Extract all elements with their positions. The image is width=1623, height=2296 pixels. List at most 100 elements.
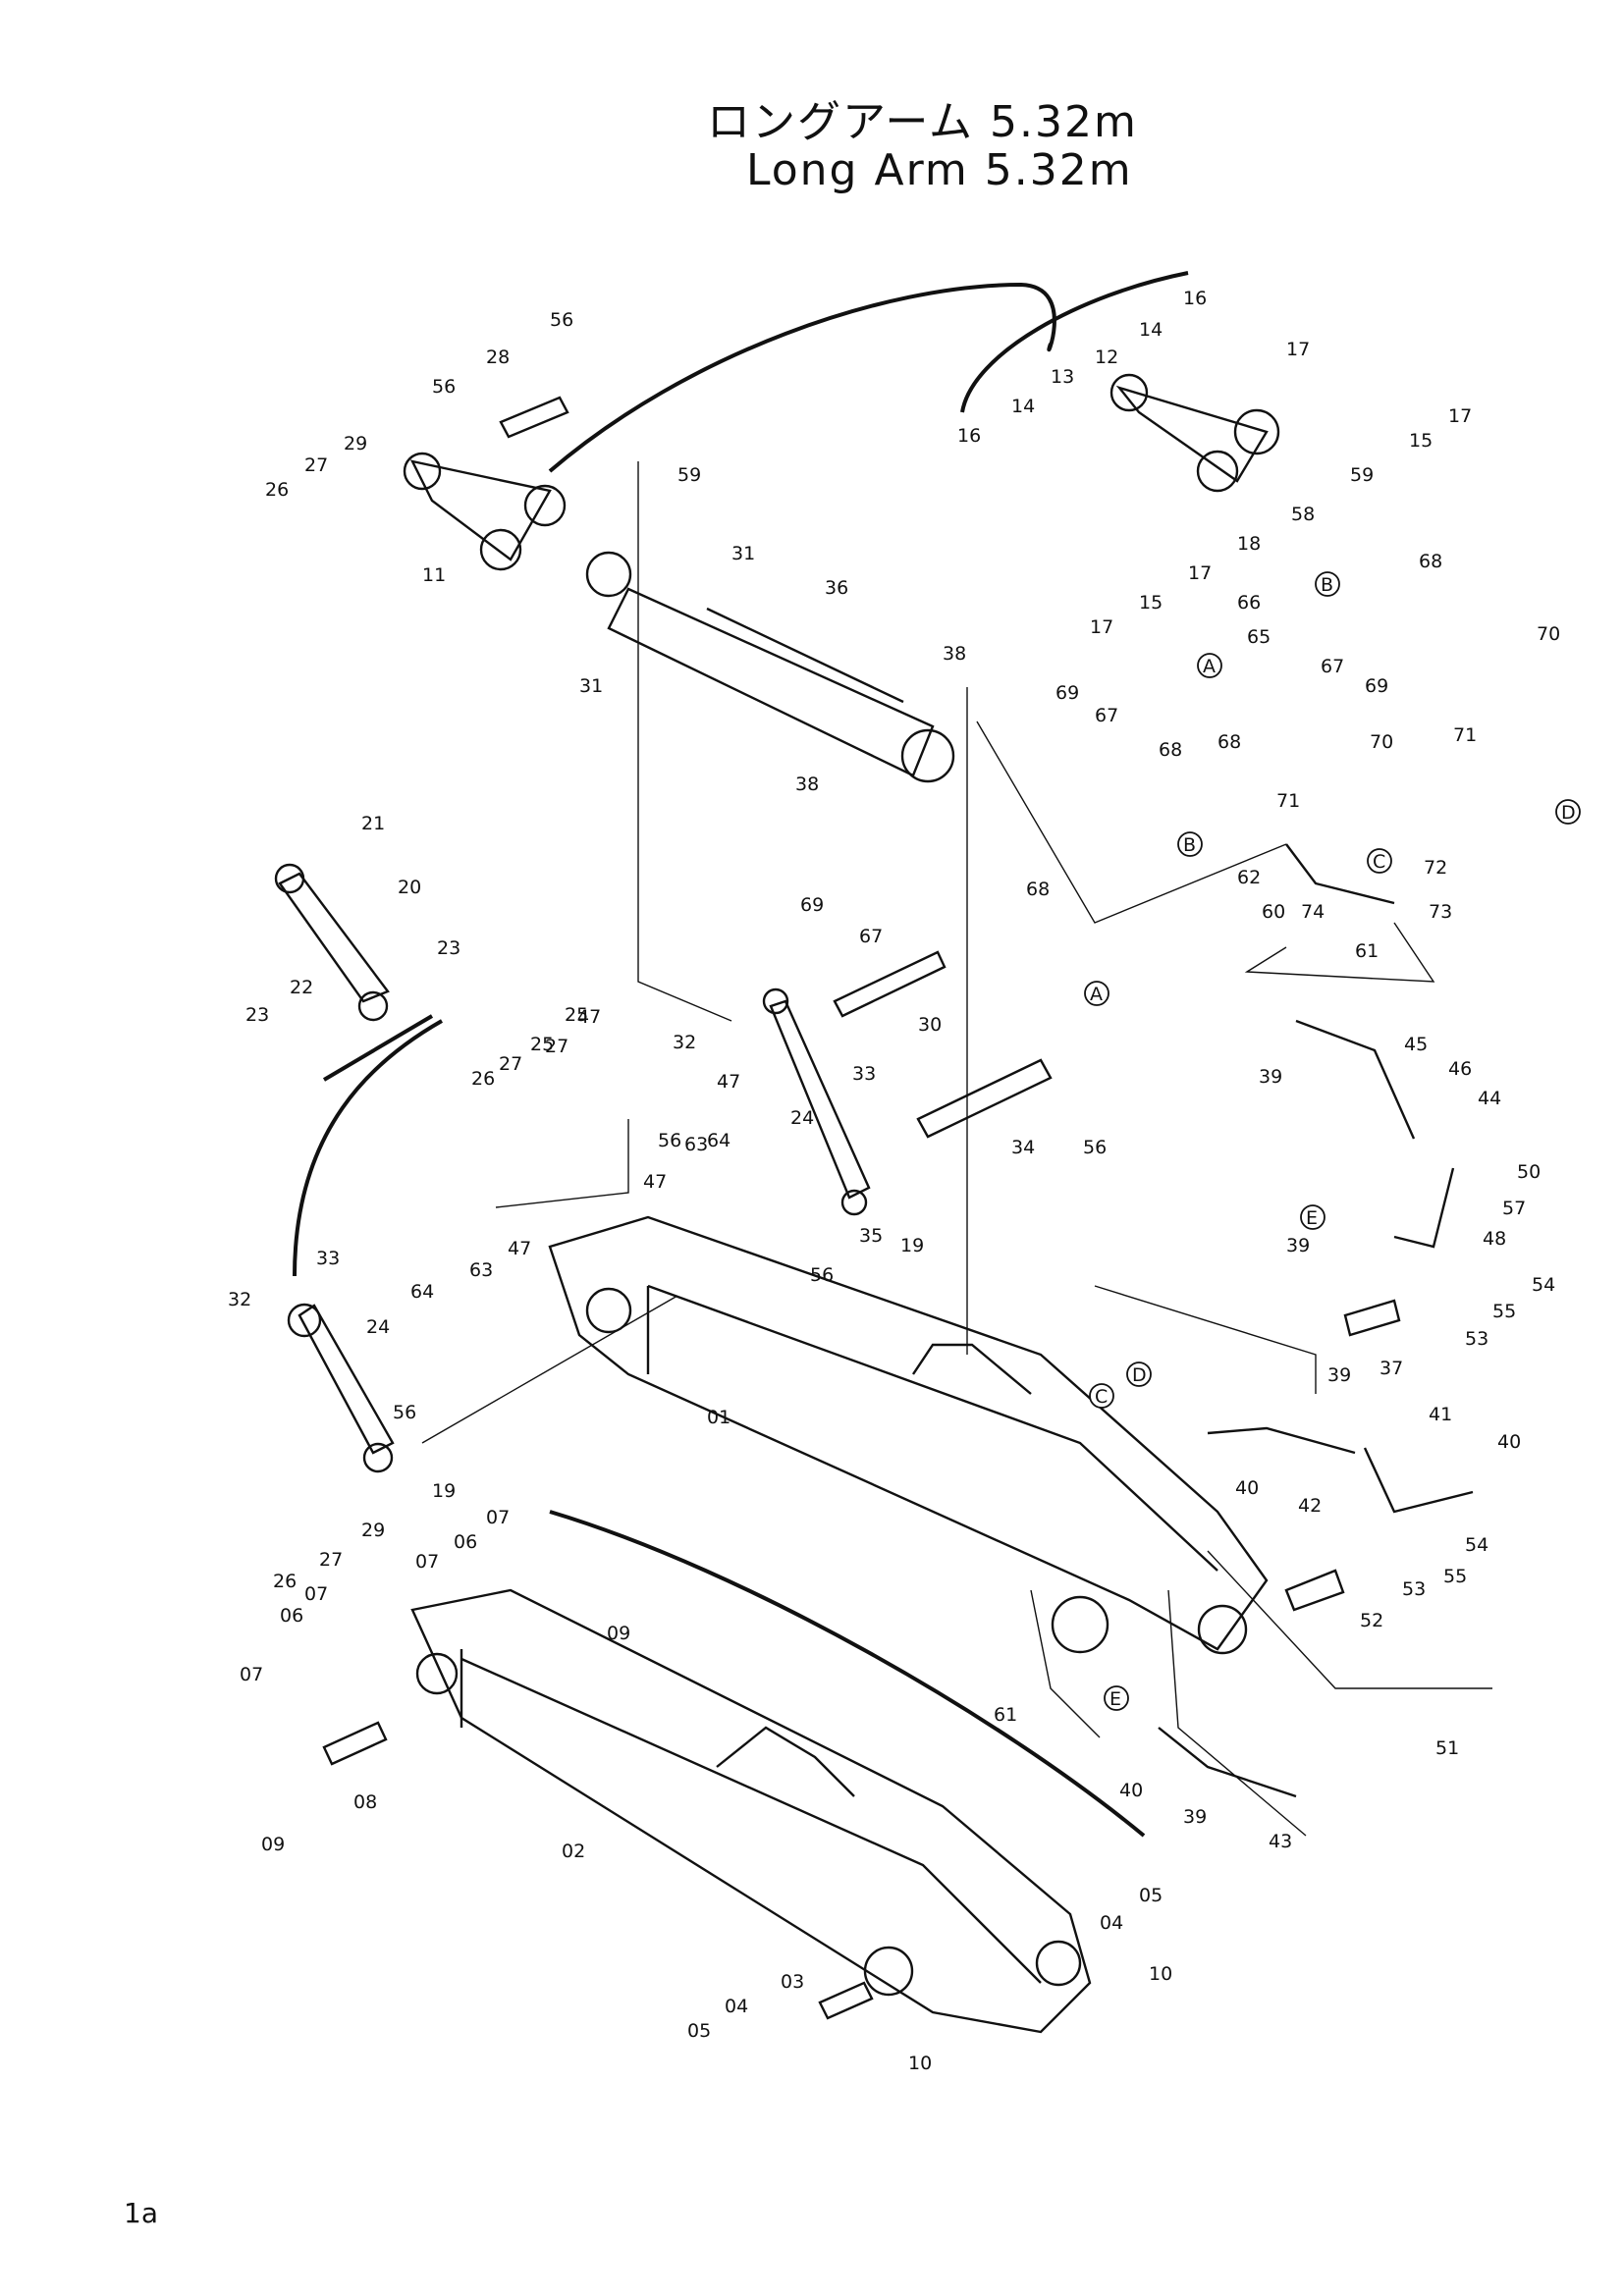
callout: 26 [265, 479, 289, 501]
callout: 29 [361, 1520, 385, 1541]
pipe-43 [1158, 1727, 1297, 1798]
callout: 04 [725, 1996, 748, 2017]
callout: 09 [607, 1623, 630, 1644]
callout: 27 [499, 1053, 522, 1075]
callout: 68 [1419, 551, 1442, 572]
callout: 03 [781, 1971, 804, 1993]
callout: 24 [366, 1316, 390, 1338]
callout: 61 [994, 1704, 1017, 1726]
callout: 69 [800, 894, 824, 916]
callout: 07 [415, 1551, 439, 1573]
pin-34 [916, 1058, 1053, 1139]
callout: 15 [1139, 592, 1163, 614]
callout: 04 [1100, 1912, 1123, 1934]
callout: 63 [469, 1259, 493, 1281]
callout-labels: 16 14 12 17 13 14 16 17 15 59 58 18 17 1… [228, 288, 1560, 2074]
link-12 [1109, 373, 1280, 493]
connector-c: C [1095, 1386, 1108, 1408]
connector-a: A [1203, 656, 1216, 677]
callout: 61 [1355, 940, 1379, 962]
callout: 69 [1365, 675, 1388, 697]
pin-28 [499, 396, 569, 439]
callout: 07 [486, 1507, 510, 1528]
callout: 51 [1435, 1737, 1459, 1759]
callout: 32 [673, 1032, 696, 1053]
callout: 20 [398, 877, 421, 898]
callout: 02 [562, 1841, 585, 1862]
callout: 01 [707, 1407, 730, 1428]
callout: 56 [393, 1402, 416, 1423]
callout: 53 [1402, 1578, 1426, 1600]
callout: 54 [1532, 1274, 1555, 1296]
callout: 58 [1291, 504, 1315, 525]
callout: 23 [437, 937, 460, 959]
callout: 55 [1443, 1566, 1467, 1587]
connector-c: C [1373, 851, 1385, 873]
pin-52 [1284, 1569, 1345, 1612]
callout: 40 [1497, 1431, 1521, 1453]
callout: 40 [1119, 1780, 1143, 1801]
callout: 56 [658, 1130, 681, 1151]
callout: 47 [508, 1238, 531, 1259]
callout: 31 [731, 543, 755, 564]
pipe-41 [1363, 1447, 1474, 1514]
callout: 27 [304, 454, 328, 476]
callout: 25 [530, 1034, 554, 1055]
callout: 17 [1090, 616, 1113, 638]
callout: 40 [1235, 1477, 1259, 1499]
callout: 19 [432, 1480, 456, 1502]
callout: 71 [1453, 724, 1477, 746]
callout: 13 [1051, 366, 1074, 388]
pipe-42 [1207, 1426, 1356, 1455]
callout: 68 [1026, 879, 1050, 900]
connector-e: E [1109, 1688, 1121, 1710]
callout: 29 [344, 433, 367, 454]
callout: 46 [1448, 1058, 1472, 1080]
arm-assembly-01 [548, 1215, 1269, 1655]
callout: 70 [1537, 623, 1560, 645]
callout: 72 [1424, 857, 1447, 879]
connector-d: D [1132, 1364, 1147, 1386]
callout: 54 [1465, 1534, 1488, 1556]
pipe-44 [1393, 1167, 1455, 1249]
callout: 44 [1478, 1088, 1501, 1109]
title-japanese: ロングアーム 5.32m [707, 97, 1138, 147]
pipe-60 [1285, 843, 1395, 905]
arm-cylinder-36 [585, 551, 955, 783]
leader-lines [421, 461, 1492, 1837]
connector-d: D [1561, 802, 1576, 824]
callout: 43 [1269, 1831, 1292, 1852]
callout: 55 [1492, 1301, 1516, 1322]
callout: 69 [1055, 682, 1079, 704]
callout: 56 [550, 309, 573, 331]
pin-30 [833, 950, 947, 1018]
callout: 42 [1298, 1495, 1322, 1517]
callout: 57 [1502, 1198, 1526, 1219]
callout: 15 [1409, 430, 1433, 452]
callout: 08 [353, 1791, 377, 1813]
callout: 47 [643, 1171, 667, 1193]
hydraulic-hoses [293, 271, 1189, 1838]
connector-a: A [1090, 984, 1103, 1005]
callout: 56 [1083, 1137, 1107, 1158]
connector-b: B [1183, 834, 1196, 856]
link-20 [274, 863, 390, 1022]
callout: 11 [422, 564, 446, 586]
callout: 59 [677, 464, 701, 486]
callout: 67 [1095, 705, 1118, 726]
callout: 73 [1429, 901, 1452, 923]
callout: 14 [1011, 396, 1035, 417]
callout: 53 [1465, 1328, 1488, 1350]
callout: 24 [790, 1107, 814, 1129]
callout: 52 [1360, 1610, 1383, 1631]
callout: 26 [273, 1571, 297, 1592]
callout: 05 [1139, 1885, 1163, 1906]
callout: 39 [1327, 1364, 1351, 1386]
callout: 67 [859, 926, 883, 947]
callout: 07 [240, 1664, 263, 1685]
callout: 62 [1237, 867, 1261, 888]
connector-e: E [1306, 1207, 1318, 1229]
callout: 07 [304, 1583, 328, 1605]
pipe-45 [1295, 1019, 1416, 1140]
